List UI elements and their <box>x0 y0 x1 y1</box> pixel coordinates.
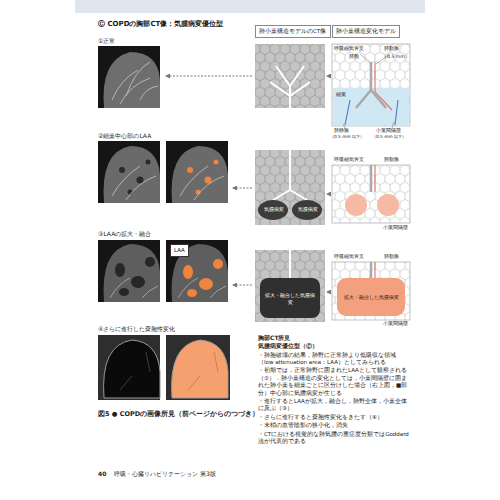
anatomy-label: 肺静脈 <box>334 128 349 134</box>
lobule-ct-model <box>255 44 325 108</box>
ct-image <box>98 141 160 203</box>
panel-subheading: 気腫病変優位型（Ⓒ） <box>258 343 410 350</box>
row-label: ④さらに進行した嚢胞性変化 <box>98 325 175 333</box>
lesion-label: 拡大・融合した気腫病変 <box>264 292 316 305</box>
anatomy-label: 細葉 <box>336 92 346 98</box>
ct-image <box>98 240 160 302</box>
leader-line <box>343 54 394 128</box>
bullet-text: ・末梢の血管陰影の狭小化，消失 <box>258 422 410 429</box>
bullet-text: ・さらに進行すると嚢胞性変化をきたす（④） <box>258 414 410 421</box>
lobule-ct-model <box>255 150 325 225</box>
callout-box: LAA <box>170 244 189 257</box>
ct-image <box>166 335 230 400</box>
anatomy-label: 呼吸細気管支 <box>334 46 364 52</box>
lesion-label: 拡大・融合した気腫病変 <box>342 294 400 301</box>
running-footer: 呼吸・心臓リハビリテーション 第3版 <box>114 470 216 478</box>
lobule-structure-model <box>332 165 410 223</box>
anatomy-label: 肺動脈 <box>384 157 399 163</box>
anatomy-label: 小葉間隔壁 <box>383 225 408 231</box>
row-label: ③LAAの拡大・融合 <box>98 230 151 238</box>
bullet-text: ・CTにおける視覚的な肺気腫の重症度分類ではGoddard法が代表的である <box>258 431 410 446</box>
dimension-label: （0.5 mm） <box>382 54 410 60</box>
ct-image <box>98 335 160 400</box>
column-header: 肺小葉構造モデルのCT像 <box>255 25 331 38</box>
anatomy-label: 小葉間隔壁 <box>376 128 401 134</box>
row-label: ②細葉中心部のLAA <box>98 132 151 140</box>
column-header: 肺小葉構造変化モデル <box>332 25 400 38</box>
lesion-label: 気腫病変 <box>298 207 318 213</box>
bullet-text: ・肺胞破壊の結果，肺野に正常肺より低吸収な領域（low attenuation … <box>258 352 410 367</box>
dashed-arrow <box>166 76 331 292</box>
panel-heading: 胸部CT所見 <box>258 334 410 342</box>
node-text: 肺小葉構造モデルのCT像 <box>259 28 327 35</box>
figure-caption: 図5 ● COPDの画像所見（前ページからのつづき） <box>98 410 259 418</box>
figure-title: Ⓒ COPDの胸部CT像：気腫病変優位型 <box>98 20 223 29</box>
node-text: 肺小葉構造変化モデル <box>336 28 396 35</box>
dimension-label: （0.5 mm 以下） <box>330 134 364 140</box>
anatomy-label: 肺胞 <box>349 54 359 60</box>
lesion-label: 気腫病変 <box>264 207 284 213</box>
dimension-label: （0.5 mm 以下） <box>372 134 406 140</box>
row-label: ①正常 <box>98 37 115 45</box>
findings-panel: 胸部CT所見気腫病変優位型（Ⓒ） ・肺胞破壊の結果，肺野に正常肺より低吸収な領域（… <box>258 334 410 447</box>
anatomy-label: 呼吸細気管支 <box>334 157 364 163</box>
bullet-text: ・初期では，正常肺野に囲まれたLAAとして観察される（②）．肺小葉構造の変化とし… <box>258 367 410 397</box>
anatomy-label: 肺動脈 <box>384 254 399 260</box>
lobule-structure-model <box>332 44 410 126</box>
ct-image <box>166 240 228 302</box>
anatomy-label: 呼吸細気管支 <box>334 254 364 260</box>
node-text: LAA <box>174 247 185 254</box>
anatomy-label: 肺動脈 <box>384 46 399 52</box>
anatomy-label: 小葉間隔壁 <box>383 321 408 327</box>
ct-image <box>166 141 228 203</box>
bullet-text: ・進行するとLAAが拡大，融合し，肺野全体，小葉全体に及ぶ（③） <box>258 398 410 413</box>
page-number: 40 <box>98 470 106 478</box>
lobule-ct-model <box>255 250 325 322</box>
lobule-structure-model <box>332 262 410 320</box>
top-band <box>75 0 425 13</box>
ct-image <box>98 46 160 108</box>
